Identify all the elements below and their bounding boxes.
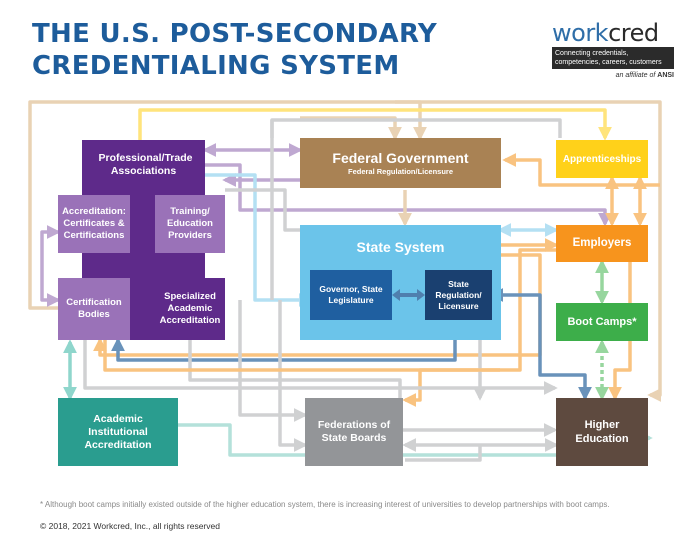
- connector-line: [395, 100, 662, 402]
- connector-line: [111, 317, 462, 362]
- employers-label: Employers: [572, 237, 632, 249]
- professional-trade-label: Professional/Trade Associations: [98, 152, 193, 177]
- connector-line: [40, 225, 61, 307]
- academic-inst-label: Academic Institutional Accreditation: [84, 412, 152, 451]
- connector-line: [502, 153, 660, 187]
- logo-cred: cred: [608, 19, 659, 47]
- node-certification-bodies: Certification Bodies: [58, 278, 130, 340]
- logo-tagline: Connecting credentials, competencies, ca…: [552, 47, 674, 69]
- connector-line: [238, 300, 308, 422]
- node-training-education-providers: Training/ Education Providers: [155, 195, 225, 253]
- title-line-1: THE U.S. POST-SECONDARY: [32, 19, 437, 49]
- connector-line: [188, 340, 558, 437]
- state-reg-label: State Regulation/ Licensure: [435, 278, 482, 311]
- connector-line: [300, 116, 402, 141]
- workcred-logo: workcred Connecting credentials, compete…: [552, 20, 674, 79]
- affiliate-org: ANSI: [657, 72, 674, 79]
- arrow-head-left: [392, 289, 400, 301]
- connector-line: [103, 340, 500, 372]
- federal-label: Federal Government: [332, 149, 469, 166]
- logo-wordmark: workcred: [552, 20, 674, 46]
- node-federations-of-state-boards: Federations of State Boards: [305, 398, 403, 466]
- node-accreditation-certificates: Accreditation: Certificates & Certificat…: [58, 195, 130, 253]
- connector-line: [225, 188, 300, 232]
- accreditation-label: Accreditation: Certificates & Certificat…: [62, 206, 126, 241]
- node-federal-government: Federal Government Federal Regulation/Li…: [300, 138, 501, 188]
- copyright: © 2018, 2021 Workcred, Inc., all rights …: [40, 521, 220, 531]
- governor-label: Governor, State Legislature: [319, 284, 383, 305]
- logo-work: work: [552, 19, 609, 47]
- title-line-2: CREDENTIALING SYSTEM: [32, 51, 400, 81]
- apprenticeships-label: Apprenticeships: [562, 153, 642, 165]
- node-apprenticeships: Apprenticeships: [556, 140, 648, 178]
- connector-line: [270, 118, 562, 138]
- node-academic-institutional-accreditation: Academic Institutional Accreditation: [58, 398, 178, 466]
- connector-line: [205, 173, 313, 307]
- governor-state-reg-arrow: [392, 289, 425, 301]
- federal-sub-label: Federal Regulation/Licensure: [347, 166, 454, 176]
- connector-line: [489, 288, 592, 401]
- state-system-label: State System: [356, 239, 445, 255]
- certification-bodies-label: Certification Bodies: [66, 297, 122, 320]
- arrow-head-right: [417, 289, 425, 301]
- node-employers: Employers: [556, 225, 648, 262]
- connector-line: [405, 445, 482, 462]
- footnote: * Although boot camps initially existed …: [40, 500, 610, 509]
- boot-camps-label: Boot Camps*: [567, 315, 637, 328]
- connector-line: [138, 108, 612, 141]
- higher-ed-label: Higher Education: [575, 419, 629, 445]
- logo-affiliate: an affiliate of ANSI: [552, 72, 674, 79]
- federations-label: Federations of State Boards: [317, 419, 391, 444]
- page-title: THE U.S. POST-SECONDARY CREDENTIALING SY…: [32, 18, 437, 82]
- node-state-regulation-licensure: State Regulation/ Licensure: [425, 270, 492, 320]
- specialized-label: Specialized Academic Accreditation: [159, 291, 221, 326]
- connector-line: [278, 300, 308, 452]
- connector-line: [28, 100, 427, 310]
- node-higher-education: Higher Education: [556, 398, 648, 466]
- node-governor-state-legislature: Governor, State Legislature: [310, 270, 392, 320]
- affiliate-prefix: an affiliate of: [615, 72, 656, 79]
- node-boot-camps: Boot Camps*: [556, 303, 648, 341]
- training-label: Training/ Education Providers: [167, 206, 213, 241]
- node-specialized-academic-accreditation: Specialized Academic Accreditation: [155, 278, 225, 340]
